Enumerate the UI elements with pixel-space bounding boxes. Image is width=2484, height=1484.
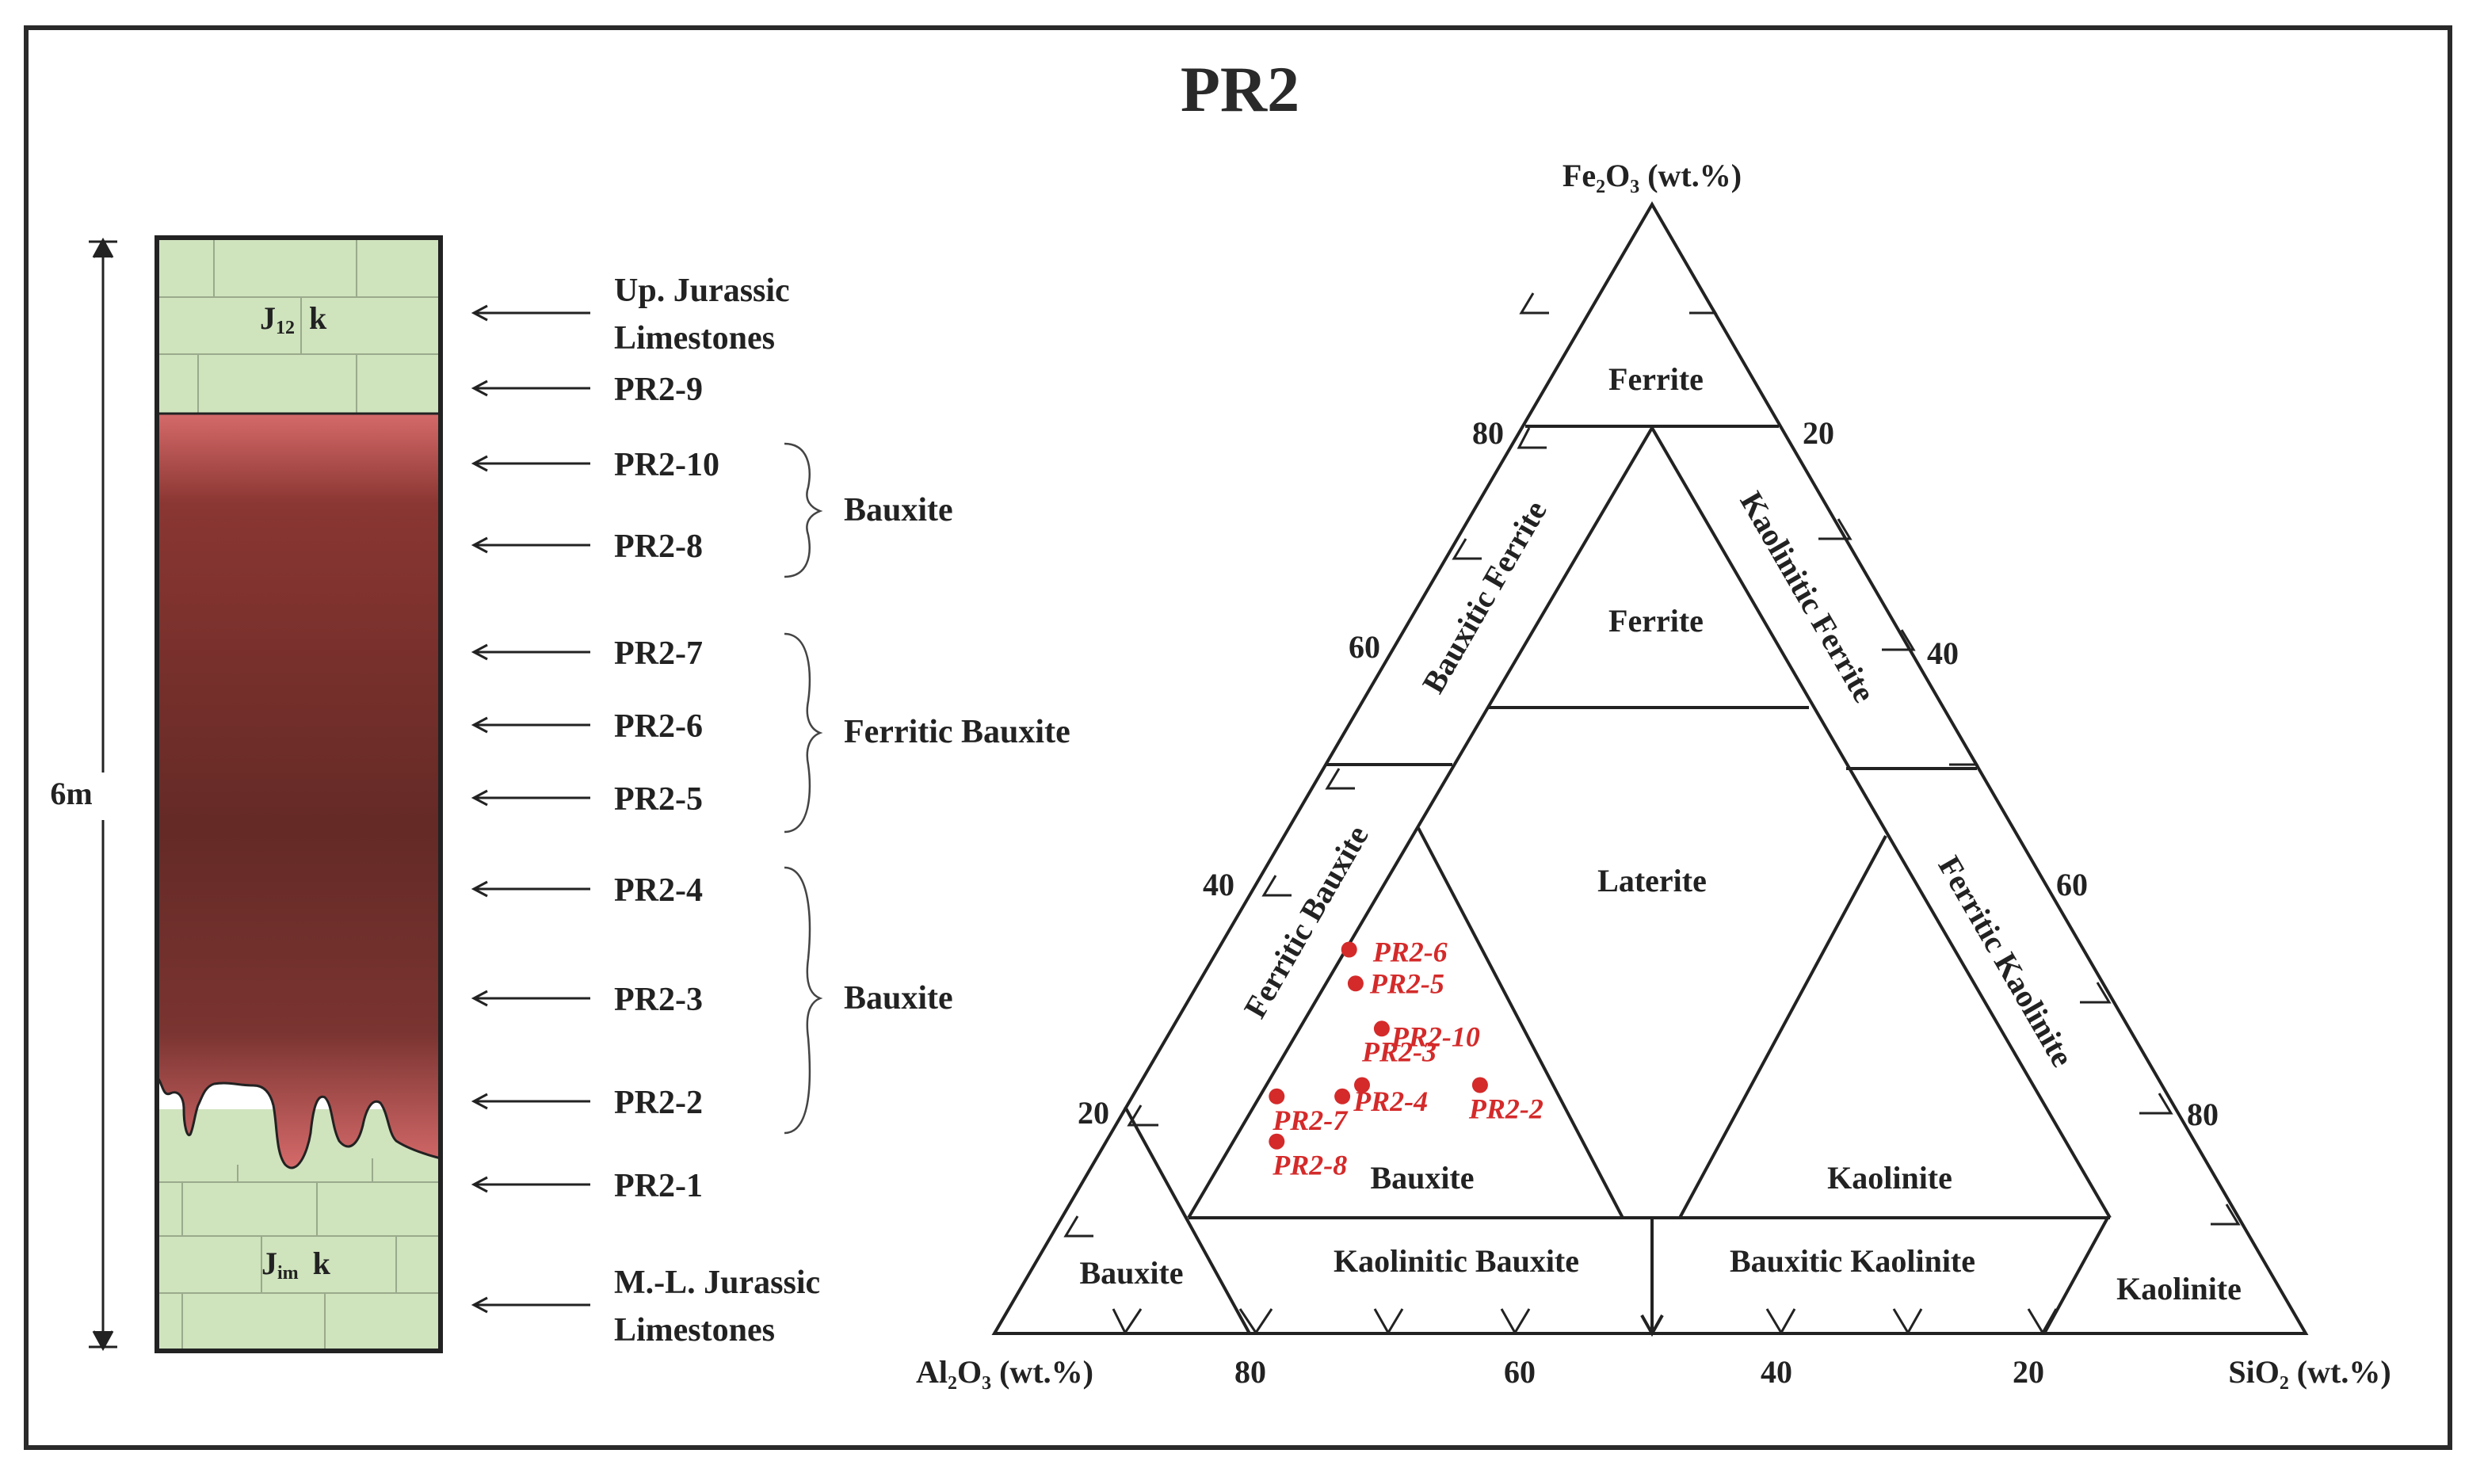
sample-arrow-head [471, 716, 488, 734]
sample-point-label-pr2-7: PR2-7 [1272, 1104, 1349, 1136]
sample-label: PR2-3 [614, 982, 703, 1018]
apex-fe2o3-label: Fe₂O₃ (wt.%) [1563, 158, 1742, 193]
sample-point-label-pr2-8: PR2-8 [1272, 1150, 1347, 1181]
left-tick-80: 80 [1472, 415, 1504, 451]
sample-point-pr2-3 [1354, 1077, 1370, 1093]
upper-limestone-unit [157, 238, 441, 414]
field-bauxitic-ferrite: Bauxitic Ferrite [1415, 494, 1554, 699]
sample-arrow-head [471, 1093, 488, 1110]
field-ferrite-inner: Ferrite [1608, 603, 1704, 639]
sample-arrow-head [471, 304, 488, 322]
sample-label: PR2-1 [614, 1168, 703, 1204]
bottom-tick-20: 20 [2013, 1354, 2044, 1390]
bottom-tick-80: 80 [1234, 1354, 1266, 1390]
sample-arrow-head [471, 990, 488, 1007]
ternary-outline [991, 201, 2309, 1335]
thickness-label: 6m [50, 776, 92, 811]
sample-arrow-head [471, 643, 488, 661]
sample-arrow-head [471, 1296, 488, 1314]
field-kaolinite-inner: Kaolinite [1827, 1160, 1952, 1196]
field-laterite: Laterite [1597, 863, 1707, 898]
sample-arrow-head [471, 455, 488, 472]
sample-arrow-head [471, 536, 488, 554]
field-bauxitic-kaolinite: Bauxitic Kaolinite [1730, 1243, 1975, 1279]
right-tick-60: 60 [2056, 867, 2088, 902]
sample-point-label-pr2-6: PR2-6 [1372, 937, 1448, 968]
sample-point-label-pr2-2: PR2-2 [1468, 1093, 1543, 1125]
group-label-bauxite-lower: Bauxite [844, 980, 953, 1017]
apex-sio2-label: SiO₂ (wt.%) [2228, 1354, 2391, 1390]
ternary-ticks [1063, 292, 2241, 1335]
sample-label: PR2-10 [614, 447, 719, 483]
field-kaolinitic-bauxite: Kaolinitic Bauxite [1334, 1243, 1579, 1279]
ternary-diagram [991, 201, 2309, 1337]
sample-arrow-head [471, 880, 488, 898]
sample-label: PR2-7 [614, 635, 703, 672]
field-kaolinitic-ferrite: Kaolinitic Ferrite [1734, 486, 1883, 708]
sample-arrow-head [471, 789, 488, 807]
column-outline [155, 235, 443, 1353]
sample-point-label-pr2-3: PR2-3 [1361, 1036, 1437, 1068]
sample-label: PR2-5 [614, 781, 703, 818]
left-tick-60: 60 [1349, 629, 1380, 665]
sample-label: PR2-8 [614, 528, 703, 565]
sample-point-pr2-5 [1347, 975, 1364, 992]
sample-label: PR2-9 [614, 372, 703, 408]
field-ferritic-bauxite: Ferritic Bauxite [1237, 819, 1376, 1024]
figure-title: PR2 [1181, 53, 1299, 125]
group-label-bauxite-upper: Bauxite [844, 492, 953, 528]
group-label-ferritic-bauxite: Ferritic Bauxite [844, 714, 1070, 750]
sample-point-label-pr2-10: PR2-10 [1391, 1020, 1480, 1052]
right-tick-20: 20 [1803, 415, 1834, 451]
sample-arrow-head [471, 1176, 488, 1193]
bauxite-body [157, 414, 441, 1169]
sample-point-label-pr2-5: PR2-5 [1369, 967, 1444, 999]
bottom-tick-60: 60 [1504, 1354, 1536, 1390]
left-tick-20: 20 [1078, 1095, 1109, 1131]
field-bauxite-inner: Bauxite [1370, 1160, 1474, 1196]
apex-al2o3-label: Al₂O₃ (wt.%) [916, 1354, 1093, 1390]
sample-point-pr2-7 [1269, 1088, 1285, 1104]
sample-point-label-pr2-4: PR2-4 [1353, 1085, 1428, 1117]
figure-frame [24, 25, 2452, 1450]
sample-label: PR2-6 [614, 708, 703, 745]
sample-point-pr2-8 [1269, 1133, 1285, 1150]
right-tick-80: 80 [2187, 1097, 2219, 1132]
field-bauxite-corner: Bauxite [1079, 1255, 1183, 1291]
bottom-tick-40: 40 [1761, 1354, 1792, 1390]
field-kaolinite-corner: Kaolinite [2116, 1271, 2242, 1307]
sample-point-pr2-10 [1373, 1020, 1390, 1037]
right-tick-40: 40 [1927, 635, 1959, 671]
field-ferrite-top: Ferrite [1608, 361, 1704, 397]
karst-contact-line [155, 1076, 441, 1169]
sample-label: PR2-4 [614, 872, 703, 909]
sample-label: PR2-2 [614, 1085, 703, 1121]
sample-arrow-head [471, 380, 488, 397]
sample-point-pr2-6 [1341, 941, 1357, 958]
group-braces [784, 442, 823, 1135]
left-tick-40: 40 [1203, 867, 1234, 902]
sample-point-pr2-4 [1334, 1088, 1351, 1104]
sample-point-pr2-2 [1471, 1077, 1488, 1093]
sample-arrows [471, 304, 590, 1314]
